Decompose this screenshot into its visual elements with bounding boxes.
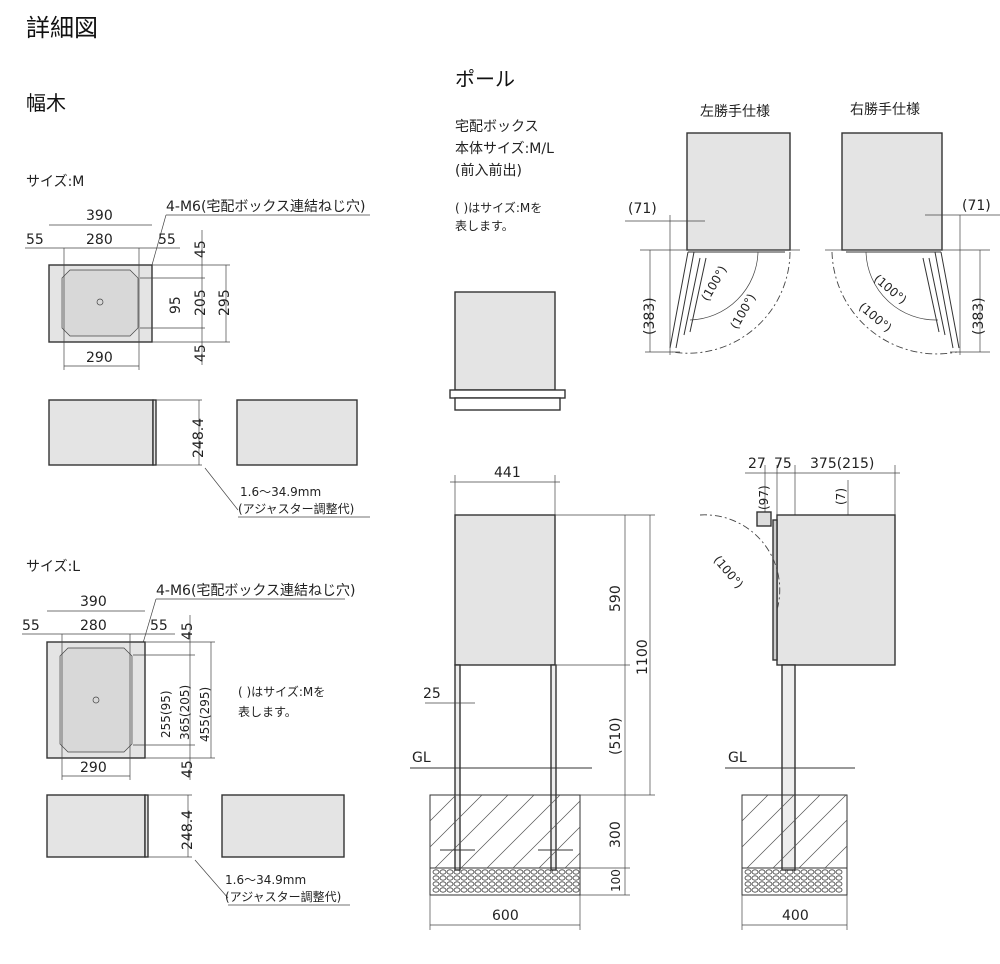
angle-outer: (100°)	[727, 291, 758, 331]
pole-note-2: 表します。	[455, 219, 514, 233]
adjuster-range: 1.6〜34.9mm	[240, 485, 321, 499]
dim-offset: (71)	[628, 201, 657, 217]
dim-45-top: 45	[180, 622, 196, 640]
size-m-plan: サイズ:M 4-M6(宅配ボックス連結ねじ穴) 390 55 280 55 29…	[25, 174, 370, 370]
dim-255: 255(95)	[159, 690, 173, 738]
dim-door-depth: (383)	[971, 297, 987, 335]
baseboard-heading: 幅木	[26, 91, 66, 115]
dim-height: 248.4	[191, 418, 207, 458]
angle-inner: (100°)	[871, 272, 909, 307]
pole-heading: ポール	[455, 67, 515, 91]
note-line1: ( )はサイズ:Mを	[238, 684, 325, 699]
dim-75: 75	[774, 456, 792, 472]
dim-280: 280	[86, 232, 113, 248]
dim-45-bottom: 45	[193, 344, 209, 362]
note-line2: 表します。	[238, 705, 297, 719]
dim-1100: 1100	[635, 639, 651, 675]
angle: (100°)	[711, 553, 746, 591]
front-elevation: 441 590 1100 (510) 300 100 25 GL 600	[410, 465, 655, 930]
gl-label: GL	[728, 750, 747, 766]
dim-55-right: 55	[150, 618, 168, 634]
dim-door-depth: (383)	[642, 297, 658, 335]
dim-95: 95	[168, 296, 184, 314]
size-m-label: サイズ:M	[26, 174, 84, 190]
adjuster-label: (アジャスター調整代)	[225, 889, 341, 904]
foundation-hatching	[429, 794, 848, 893]
dim-510: (510)	[608, 717, 624, 755]
dim-100: 100	[609, 869, 623, 892]
dim-45-bottom: 45	[180, 760, 196, 778]
top-view	[449, 291, 566, 411]
pole-desc-3: (前入前出)	[455, 162, 522, 179]
left-hand-title: 左勝手仕様	[700, 104, 770, 120]
dim-7: (7)	[834, 488, 848, 505]
right-hand-title: 右勝手仕様	[850, 102, 920, 118]
size-m-elevation: 248.4 1.6〜34.9mm (アジャスター調整代)	[48, 399, 370, 518]
adjuster-range: 1.6〜34.9mm	[225, 873, 306, 887]
dim-55-left: 55	[26, 232, 44, 248]
dim-55-left: 55	[22, 618, 40, 634]
page-title: 詳細図	[26, 14, 98, 42]
dim-290: 290	[86, 350, 113, 366]
dim-25: 25	[423, 686, 441, 702]
dim-27: 27	[748, 456, 766, 472]
size-l-elevation: 248.4 1.6〜34.9mm (アジャスター調整代)	[46, 794, 350, 906]
size-l-label: サイズ:L	[26, 559, 80, 575]
dim-441: 441	[494, 465, 521, 481]
pole-desc-1: 宅配ボックス	[455, 119, 539, 135]
dim-365: 365(205)	[178, 685, 192, 740]
dim-height: 248.4	[180, 810, 196, 850]
pole-desc-2: 本体サイズ:M/L	[455, 141, 554, 157]
right-hand-view: 右勝手仕様 (71) (383) (100°) (100°)	[825, 102, 1000, 355]
dim-205: 205	[193, 289, 209, 316]
dim-290: 290	[80, 760, 107, 776]
dim-390: 390	[80, 594, 107, 610]
dim-390: 390	[86, 208, 113, 224]
dim-280: 280	[80, 618, 107, 634]
pole-note-1: ( )はサイズ:Mを	[455, 200, 542, 215]
angle-outer: (100°)	[856, 300, 894, 335]
side-elevation: 27 75 375(215) (97) (7) (100°) GL 400	[699, 456, 900, 930]
dim-offset: (71)	[962, 198, 991, 214]
dim-590: 590	[608, 585, 624, 612]
gl-label: GL	[412, 750, 431, 766]
dim-455: 455(295)	[198, 687, 212, 742]
dim-45-top: 45	[193, 240, 209, 258]
dim-295: 295	[217, 289, 233, 316]
hole-note: 4-M6(宅配ボックス連結ねじ穴)	[156, 583, 355, 599]
dim-375: 375(215)	[810, 456, 874, 472]
left-hand-view: 左勝手仕様 (71) (383) (100°) (100°)	[625, 104, 800, 355]
dim-400: 400	[782, 908, 809, 924]
dim-97: (97)	[757, 485, 771, 510]
dim-300: 300	[608, 821, 624, 848]
size-l-plan: サイズ:L 4-M6(宅配ボックス連結ねじ穴) 390 55 280 55 29…	[22, 559, 355, 780]
adjuster-label: (アジャスター調整代)	[238, 501, 354, 516]
dim-55-right: 55	[158, 232, 176, 248]
hole-note: 4-M6(宅配ボックス連結ねじ穴)	[166, 199, 365, 215]
dim-600: 600	[492, 908, 519, 924]
